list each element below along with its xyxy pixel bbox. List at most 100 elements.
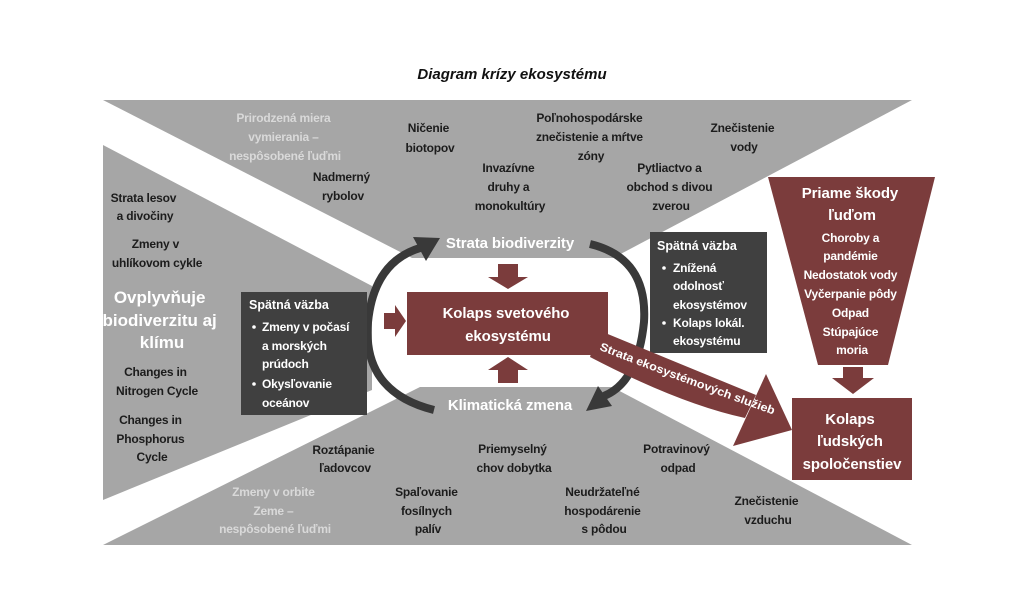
label-line: Zmeny v počasí: [262, 320, 350, 334]
diagram-title: Diagram krízy ekosystému: [417, 66, 606, 83]
driver-agricultural-pollution: Poľnohospodárske znečistenie a mŕtve zón…: [536, 111, 646, 163]
label-line: Priame škody: [802, 185, 899, 202]
direct-harm-title: Priame škody ľuďom: [802, 185, 902, 224]
feedback-title: Spätná väzba: [249, 298, 330, 312]
label-line: ľudských: [817, 433, 883, 450]
arrow-down-icon: [832, 367, 874, 394]
label-line: Phosphorus: [116, 432, 185, 446]
natural-cause-orbit-changes: Zmeny v orbite Zeme – nespôsobené ľuďmi: [219, 485, 331, 536]
label-line: spoločenstiev: [803, 456, 902, 473]
label-line: biodiverzitu aj: [102, 311, 216, 330]
label-line: ekosystémov: [673, 298, 747, 312]
label-line: vymierania –: [248, 130, 319, 144]
label-line: odpad: [661, 461, 696, 475]
arrow-up-icon: [488, 357, 528, 383]
direct-harm-list: Choroby a pandémie Nedostatok vody Vyčer…: [804, 231, 901, 357]
label-line: Nadmerný: [313, 170, 371, 184]
label-line: Kolaps svetového: [443, 305, 570, 322]
label-line: chov dobytka: [477, 461, 552, 475]
label-line: Stúpajúce: [823, 325, 879, 339]
feedback-bullet: Znížená odolnosť ekosystémov: [673, 261, 747, 312]
natural-cause-extinction-rate: Prirodzená miera vymierania – nespôsoben…: [229, 111, 341, 163]
label-line: hospodárenie: [564, 504, 641, 518]
bullet-icon: [662, 321, 666, 325]
biodiversity-loss-label: Strata biodiverzity: [446, 235, 575, 252]
arrowhead-icon: [733, 374, 792, 446]
label-line: moria: [836, 343, 868, 357]
label-line: Znížená: [673, 261, 717, 275]
driver-carbon-cycle: Zmeny v uhlíkovom cykle: [112, 237, 203, 270]
driver-poaching: Pytliactvo a obchod s divou zverou: [626, 161, 715, 213]
label-line: ekosystému: [465, 328, 551, 345]
ecosystem-collapse-label: Kolaps svetového ekosystému: [443, 305, 574, 345]
driver-fossil-fuels: Spaľovanie fosílnych palív: [395, 485, 461, 536]
label-line: Ničenie: [408, 121, 450, 135]
label-line: prúdoch: [262, 357, 309, 371]
label-line: uhlíkovom cykle: [112, 256, 203, 270]
feedback-bullet: Okysľovanie oceánov: [262, 377, 335, 410]
label-line: klímu: [140, 333, 184, 352]
feedback-box-right: Spätná väzba Znížená odolnosť ekosystémo…: [650, 232, 767, 353]
driver-forest-loss: Strata lesov a divočiny: [111, 191, 180, 223]
driver-glacier-melting: Roztápanie ľadovcov: [312, 443, 377, 475]
driver-industrial-livestock: Priemyselný chov dobytka: [477, 442, 552, 475]
label-line: oceánov: [262, 396, 310, 410]
label-line: biotopov: [405, 141, 455, 155]
label-line: zóny: [578, 149, 605, 163]
label-line: a morských: [262, 339, 327, 353]
label-line: odolnosť: [673, 279, 724, 293]
arrow-shaft: [590, 330, 756, 418]
label-line: Znečistenie: [711, 121, 775, 135]
label-line: ľuďom: [828, 207, 876, 224]
services-loss-arrow: [590, 330, 792, 446]
society-collapse-box: Kolaps ľudských spoločenstiev: [792, 398, 912, 480]
driver-nitrogen-cycle: Changes in Nitrogen Cycle: [116, 365, 198, 398]
label-line: Znečistenie: [735, 494, 799, 508]
label-line: fosílnych: [401, 504, 452, 518]
arc-path: [363, 244, 435, 414]
climate-change-label: Klimatická zmena: [448, 397, 573, 414]
feedback-bullet: Zmeny v počasí a morských prúdoch: [262, 320, 352, 371]
driver-habitat-destruction: Ničenie biotopov: [405, 121, 455, 155]
driver-phosphorus-cycle: Changes in Phosphorus Cycle: [116, 413, 187, 464]
label-line: Kolaps: [825, 411, 874, 428]
label-line: Ovplyvňuje: [114, 288, 206, 307]
society-collapse-label: Kolaps ľudských spoločenstiev: [803, 411, 902, 473]
label-line: Vyčerpanie pôdy: [804, 287, 897, 301]
label-line: Spaľovanie: [395, 485, 458, 499]
driver-unsustainable-land-use: Neudržateľné hospodárenie s pôdou: [564, 485, 643, 536]
label-line: a divočiny: [117, 209, 174, 223]
label-line: Nitrogen Cycle: [116, 384, 198, 398]
label-line: Invazívne: [482, 161, 535, 175]
feedback-arc-right: [586, 240, 649, 411]
label-line: monokultúry: [475, 199, 546, 213]
label-line: vzduchu: [744, 513, 791, 527]
label-line: Potravinový: [643, 442, 710, 456]
feedback-arc-left: [363, 237, 440, 414]
label-line: pandémie: [823, 249, 878, 263]
label-line: zverou: [652, 199, 689, 213]
label-line: s pôdou: [581, 522, 626, 536]
label-line: Roztápanie: [312, 443, 375, 457]
label-line: ľadovcov: [319, 461, 371, 475]
driver-food-waste: Potravinový odpad: [643, 442, 713, 475]
driver-air-pollution: Znečistenie vzduchu: [735, 494, 802, 527]
label-line: Cycle: [136, 450, 168, 464]
arrow-down-icon: [488, 264, 528, 289]
driver-invasive-species: Invazívne druhy a monokultúry: [475, 161, 546, 213]
label-line: Choroby a: [822, 231, 880, 245]
arrowhead-icon: [413, 237, 440, 261]
label-line: nespôsobené ľuďmi: [219, 522, 331, 536]
bullet-icon: [252, 325, 256, 329]
feedback-title: Spätná väzba: [657, 239, 738, 253]
label-line: Changes in: [119, 413, 182, 427]
arrowhead-icon: [586, 386, 612, 411]
label-line: Changes in: [124, 365, 187, 379]
label-line: Strata lesov: [111, 191, 177, 205]
label-line: palív: [415, 522, 442, 536]
feedback-bullet: Kolaps lokál. ekosystému: [673, 316, 748, 348]
shared-drivers-heading: Ovplyvňuje biodiverzitu aj klímu: [102, 288, 221, 352]
label-line: Zmeny v: [132, 237, 180, 251]
label-line: Nedostatok vody: [804, 268, 898, 282]
label-line: znečistenie a mŕtve: [536, 130, 643, 144]
